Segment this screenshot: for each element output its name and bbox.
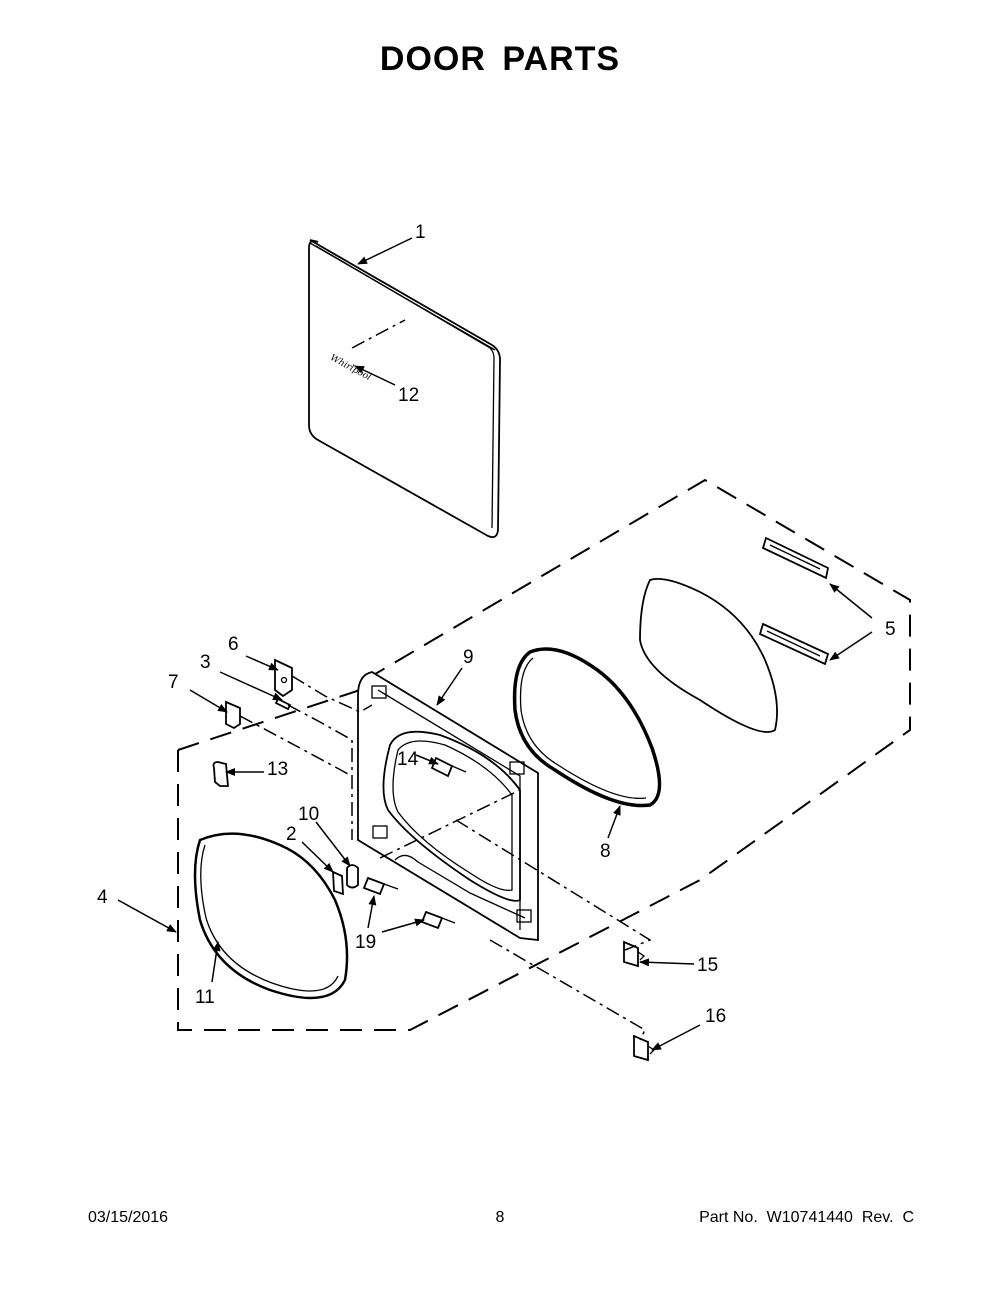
page-title: DOOR PARTS	[379, 40, 621, 78]
catch-10	[346, 864, 359, 889]
callout-4: 4	[97, 887, 108, 908]
hinge-strip-upper	[761, 536, 830, 580]
callout-7: 7	[168, 672, 179, 693]
callout-9: 9	[463, 647, 474, 668]
footer-part-number: Part No. W10741440 Rev. C	[699, 1209, 914, 1226]
cover-13	[212, 761, 229, 787]
hinge-bracket-6	[274, 658, 293, 698]
callout-6: 6	[228, 634, 239, 655]
clip-16	[633, 1034, 656, 1062]
hinge-strip-lower	[758, 622, 830, 666]
outer-door-panel	[308, 239, 501, 539]
screw-3	[274, 697, 292, 711]
callout-19: 19	[355, 932, 376, 953]
callout-5: 5	[885, 619, 896, 640]
callout-3: 3	[200, 652, 211, 673]
door-gasket-ring	[512, 647, 662, 808]
callout-11: 11	[195, 987, 215, 1008]
assembly-lines	[239, 675, 652, 1041]
inner-door-frame	[357, 671, 539, 942]
callout-8: 8	[600, 841, 611, 862]
assembly-outline	[177, 478, 911, 1031]
callout-labels: 1 2 3 4 5 6 7 8 9 10 11 12 13 14 15 16 1…	[97, 222, 896, 1027]
callout-1: 1	[415, 222, 426, 243]
callout-12: 12	[398, 385, 419, 406]
strike-2	[332, 870, 344, 896]
screw-19-a	[362, 876, 399, 896]
leader-arrows	[117, 237, 873, 1051]
callout-10: 10	[298, 804, 319, 825]
hinge-bracket-7	[225, 700, 241, 730]
callout-16: 16	[705, 1006, 726, 1027]
footer-page-number: 8	[495, 1209, 505, 1226]
screw-19-b	[420, 910, 456, 930]
callout-14: 14	[397, 749, 419, 770]
callout-15: 15	[697, 955, 718, 976]
callout-13: 13	[267, 759, 288, 780]
footer-date: 03/15/2016	[88, 1209, 169, 1226]
inner-door-gasket	[193, 832, 349, 1000]
outer-door-glass	[639, 577, 778, 733]
callout-2: 2	[286, 824, 297, 845]
